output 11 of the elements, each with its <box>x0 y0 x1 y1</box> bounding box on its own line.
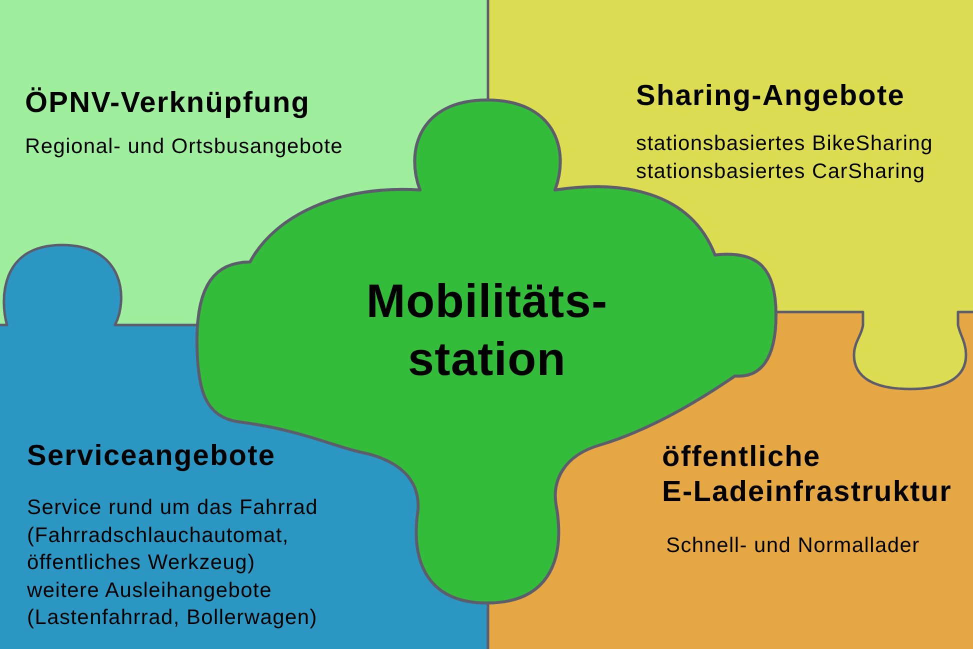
item-text: stationsbasiertes BikeSharing <box>636 131 933 157</box>
section-heading: öffentliche E-Ladeinfrastruktur <box>662 440 953 510</box>
center-title: Mobilitäts- station <box>365 273 609 387</box>
item-text: Regional- und Ortsbusangebote <box>25 134 344 160</box>
section-heading: Sharing-Angebote <box>636 79 905 114</box>
item-text: Schnell- und Normallader <box>666 533 920 559</box>
item-text: Service rund um das Fahrrad (Fahrradschlauchautomat, öffentliches Werkzeug) <box>27 495 319 576</box>
item-text: weitere Ausleihangebote (Lastenfahrrad, Bollerwagen) <box>27 578 318 631</box>
section-heading: Serviceangebote <box>27 439 276 474</box>
section-heading: ÖPNV-Verknüpfung <box>25 86 310 121</box>
item-text: stationsbasiertes CarSharing <box>636 158 926 184</box>
